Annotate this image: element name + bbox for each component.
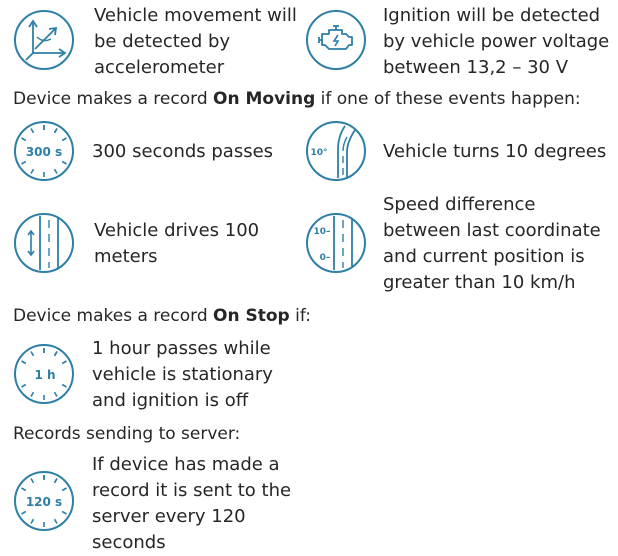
- stopwatch-tick: [61, 137, 67, 142]
- stopwatch-tick: [53, 128, 58, 134]
- on-moving-heading-prefix: Device makes a record: [13, 89, 214, 109]
- stopwatch-tick: [30, 391, 35, 397]
- stopwatch-tick: [21, 160, 27, 165]
- stopwatch-tick: [30, 518, 35, 524]
- on-moving-heading-bold: On Moving: [213, 89, 316, 109]
- sending-heading: Records sending to server:: [13, 424, 241, 444]
- stopwatch-label-300: 300 s: [26, 145, 62, 159]
- stopwatch-tick: [61, 510, 67, 515]
- accelerometer-line-2: be detected by: [94, 31, 231, 52]
- distance-line-1: Vehicle drives 100: [94, 220, 260, 241]
- engine-icon: [305, 9, 367, 71]
- time-300-line-1: 300 seconds passes: [92, 141, 274, 162]
- road-distance-icon: [13, 212, 75, 274]
- stop-time-line-3: and ignition is off: [92, 390, 249, 411]
- stopwatch-tick: [21, 383, 27, 388]
- stopwatch-tick: [61, 360, 67, 365]
- on-moving-heading-suffix: if one of these events happen:: [315, 89, 581, 109]
- accelerometer-line-1: Vehicle movement will: [94, 5, 297, 26]
- speed-line-2: between last coordinate: [383, 220, 601, 241]
- accelerometer-line-3: accelerometer: [94, 57, 225, 78]
- angle-line-1: Vehicle turns 10 degrees: [383, 141, 607, 162]
- stopwatch-tick: [53, 391, 58, 397]
- stopwatch-icon: 1 h: [13, 343, 75, 405]
- stopwatch-tick: [53, 351, 58, 357]
- road-speed-icon: 10– 0–: [305, 212, 367, 274]
- sending-text: If device has made a record it is sent t…: [92, 452, 291, 556]
- stopwatch-tick: [61, 383, 67, 388]
- stopwatch-tick: [21, 510, 27, 515]
- stopwatch-tick: [30, 168, 35, 174]
- stopwatch-tick: [21, 360, 27, 365]
- stopwatch-tick: [30, 128, 35, 134]
- on-stop-heading-bold: On Stop: [213, 306, 290, 326]
- ignition-line-3: between 13,2 – 30 V: [383, 57, 569, 78]
- speed-text: Speed difference between last coordinate…: [383, 192, 601, 296]
- speed-line-1: Speed difference: [383, 194, 536, 215]
- stop-time-text: 1 hour passes while vehicle is stationar…: [92, 336, 273, 414]
- stopwatch-tick: [61, 160, 67, 165]
- stopwatch-label-1h: 1 h: [34, 368, 55, 382]
- speed-line-4: greater than 10 km/h: [383, 272, 576, 293]
- road-speed-label-bottom: 0–: [320, 253, 331, 263]
- stopwatch-tick: [30, 478, 35, 484]
- on-stop-heading-prefix: Device makes a record: [13, 306, 214, 326]
- stopwatch-tick: [21, 487, 27, 492]
- accelerometer-text: Vehicle movement will be detected by acc…: [94, 3, 297, 81]
- on-stop-heading-suffix: if:: [289, 306, 311, 326]
- on-stop-heading: Device makes a record On Stop if:: [13, 304, 311, 328]
- sending-line-1: If device has made a: [92, 454, 280, 475]
- time-300-text: 300 seconds passes: [92, 139, 273, 165]
- angle-text: Vehicle turns 10 degrees: [383, 139, 606, 165]
- road-turn-icon: 10°: [305, 120, 367, 182]
- ignition-line-2: by vehicle power voltage: [383, 31, 610, 52]
- stopwatch-tick: [53, 518, 58, 524]
- stopwatch-tick: [21, 137, 27, 142]
- stopwatch-tick: [53, 168, 58, 174]
- road-turn-label: 10°: [310, 148, 327, 158]
- distance-line-2: meters: [94, 246, 158, 267]
- stopwatch-tick: [30, 351, 35, 357]
- stop-time-line-2: vehicle is stationary: [92, 364, 273, 385]
- stopwatch-label-120: 120 s: [26, 495, 62, 509]
- road-speed-label-top: 10–: [313, 227, 331, 237]
- stopwatch-icon: 300 s: [13, 120, 75, 182]
- stopwatch-icon: 120 s: [13, 470, 75, 532]
- sending-line-2: record it is sent to the: [92, 480, 292, 501]
- stopwatch-tick: [53, 478, 58, 484]
- accelerometer-axes-icon: [13, 9, 75, 71]
- stop-time-line-1: 1 hour passes while: [92, 338, 271, 359]
- ignition-text: Ignition will be detected by vehicle pow…: [383, 3, 609, 81]
- distance-text: Vehicle drives 100 meters: [94, 218, 259, 270]
- sending-line-4: seconds: [92, 532, 166, 553]
- sending-line-3: server every 120: [92, 506, 246, 527]
- on-moving-heading: Device makes a record On Moving if one o…: [13, 87, 581, 111]
- speed-line-3: and current position is: [383, 246, 585, 267]
- stopwatch-tick: [61, 487, 67, 492]
- ignition-line-1: Ignition will be detected: [383, 5, 601, 26]
